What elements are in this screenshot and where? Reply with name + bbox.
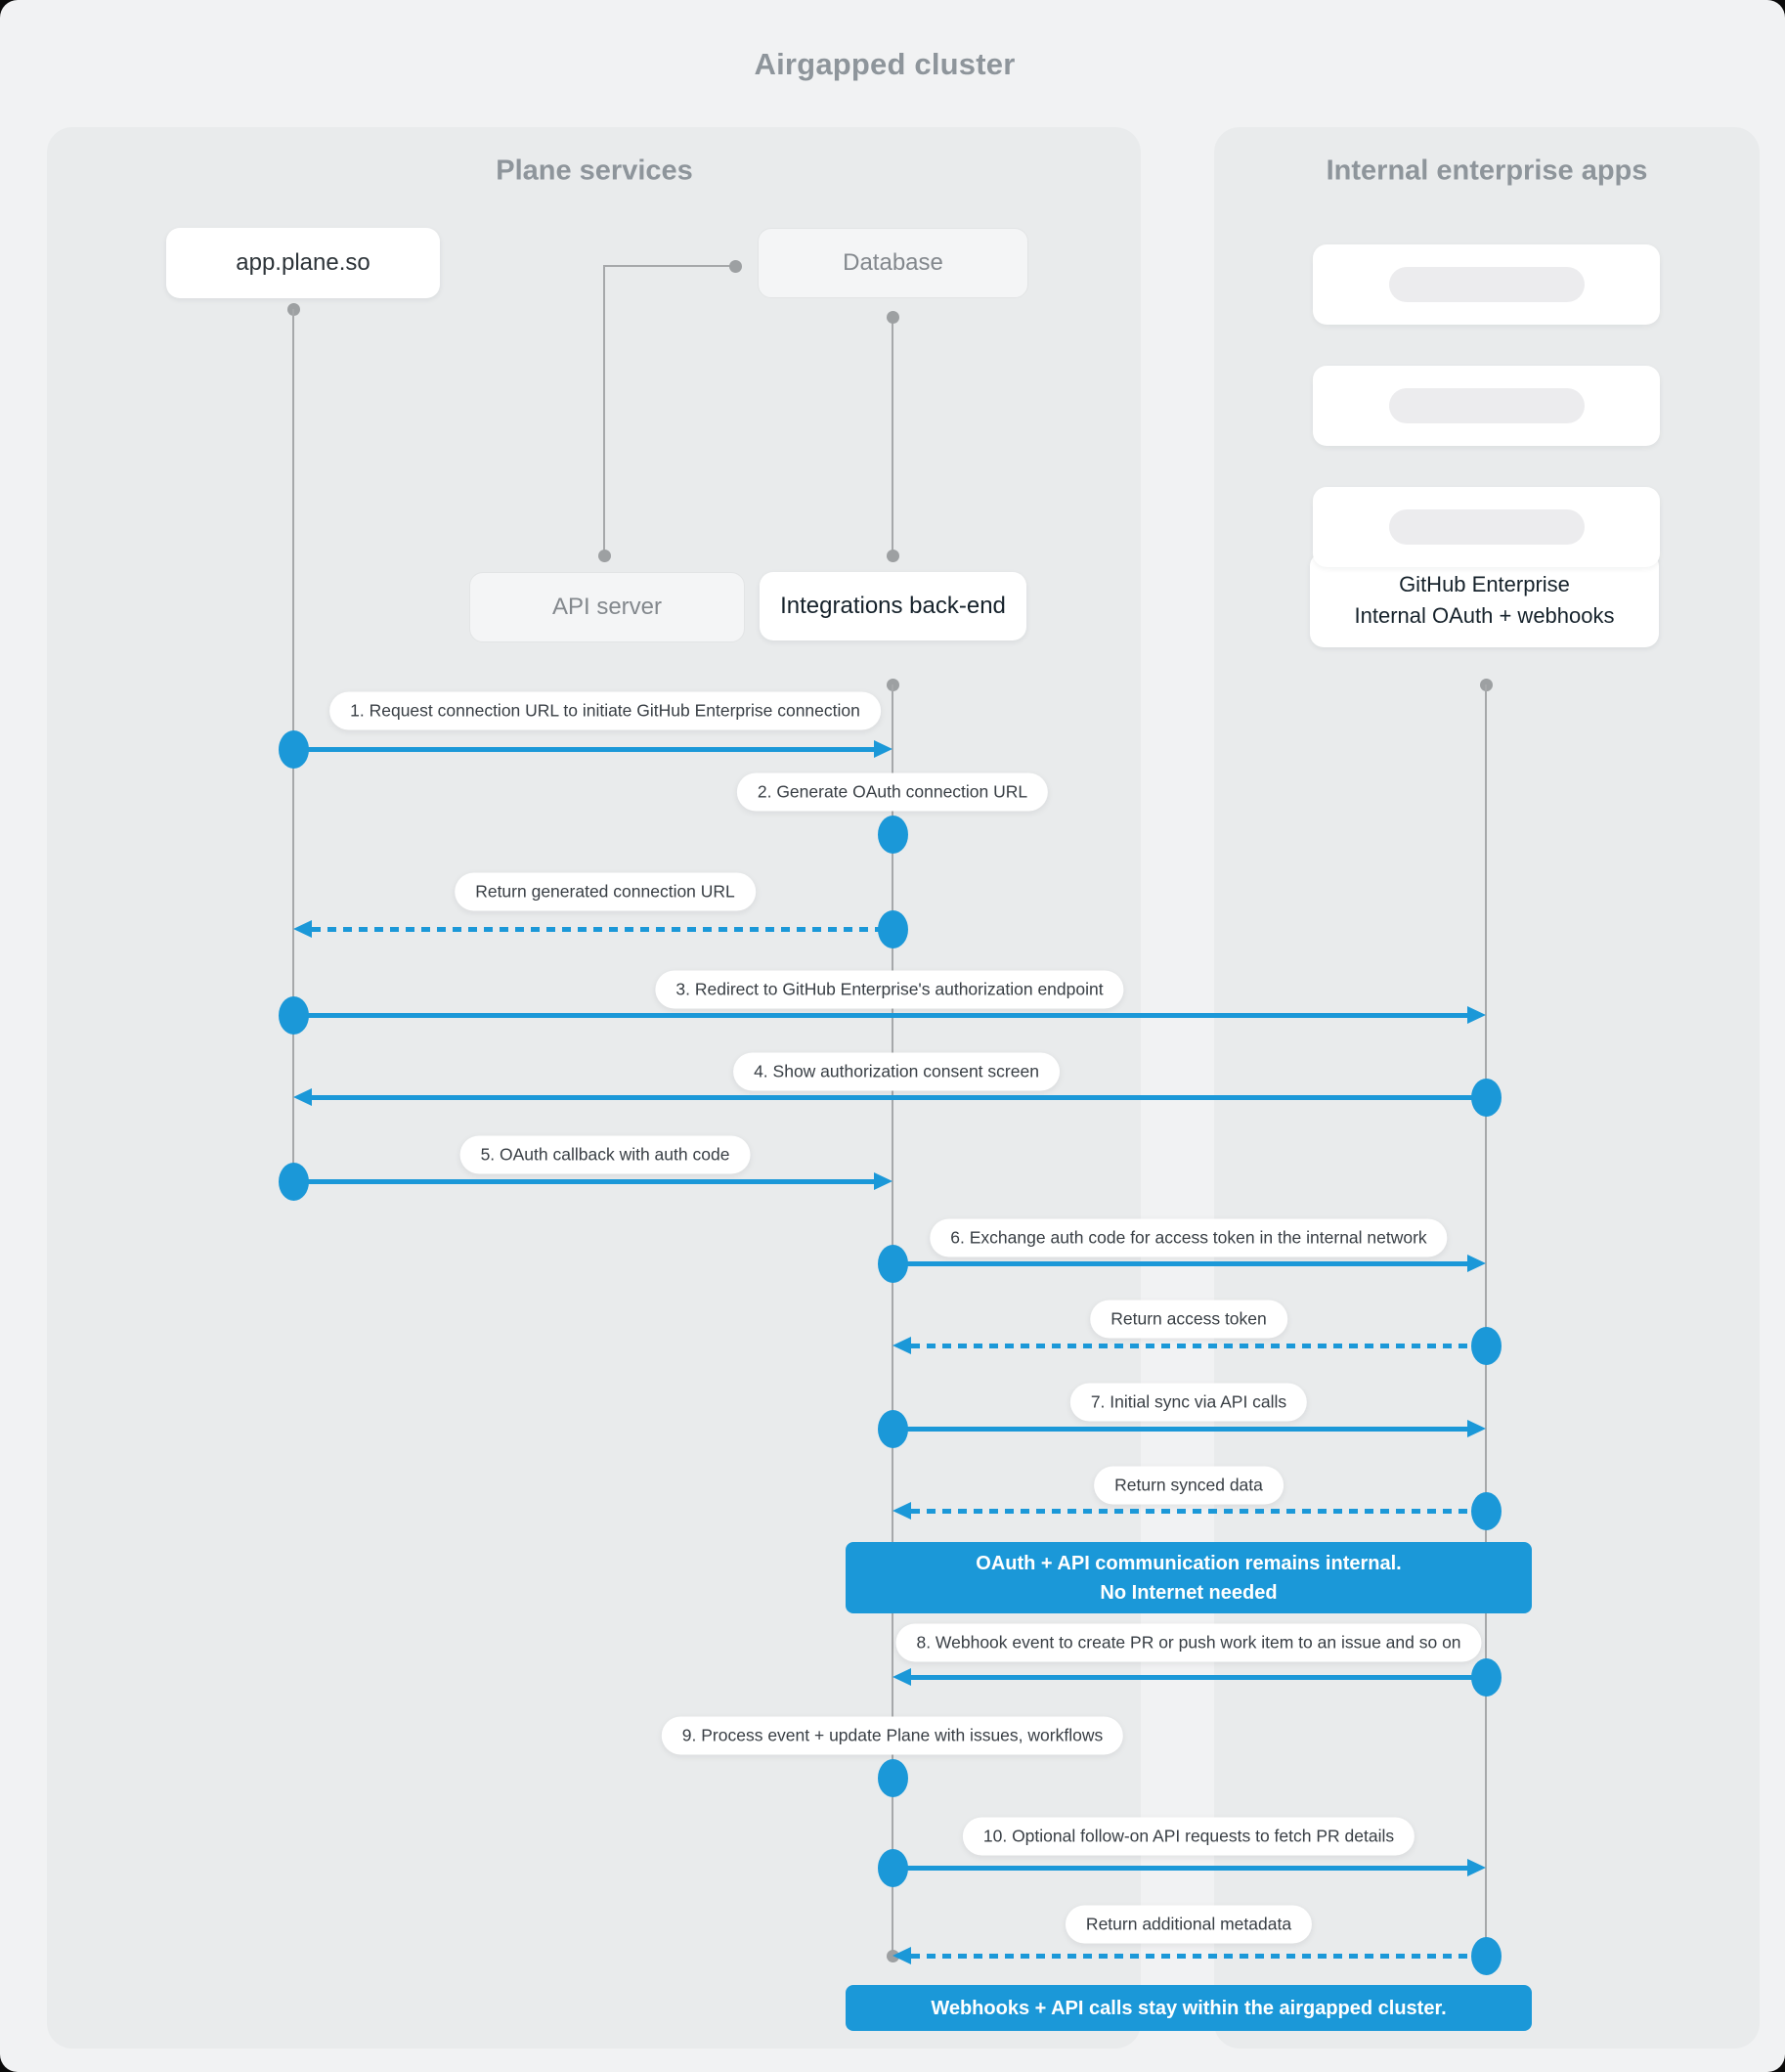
placeholder-app-card [1313,487,1660,567]
message-9-label: 9. Process event + update Plane with iss… [661,1716,1124,1755]
actor-github-enterprise-line1: GitHub Enterprise [1399,571,1570,596]
message-3-source-dot [279,996,309,1035]
actor-database-label: Database [843,249,943,276]
diagram-title: Airgapped cluster [754,47,1016,81]
actor-database: Database [758,228,1028,298]
message-6-source-dot [878,1245,908,1283]
message-8-label: 8. Webhook event to create PR or push wo… [895,1623,1482,1662]
message-7-source-dot [878,1410,908,1448]
message-10-arrow [892,1866,1467,1871]
actor-github-enterprise: GitHub Enterprise Internal OAuth + webho… [1310,552,1659,647]
message-return-synced-data-arrowhead [892,1502,911,1520]
message-3-arrow [293,1013,1467,1018]
message-return-synced-data-source-dot [1471,1492,1502,1530]
message-1-arrowhead [874,740,892,758]
message-5-arrow [293,1179,874,1184]
message-8-arrow [911,1675,1486,1680]
message-7-arrowhead [1467,1420,1486,1437]
message-2-label: 2. Generate OAuth connection URL [736,772,1049,812]
actor-github-enterprise-line2: Internal OAuth + webhooks [1354,602,1615,628]
message-8-source-dot [1471,1658,1502,1697]
banner-airgapped-cluster: Webhooks + API calls stay within the air… [846,1985,1532,2031]
connector-dot [887,311,899,324]
message-4-arrow [312,1095,1486,1100]
placeholder-app-card [1313,366,1660,446]
message-3-arrowhead [1467,1006,1486,1024]
message-10-label: 10. Optional follow-on API requests to f… [962,1817,1415,1856]
actor-api-server-label: API server [551,594,663,620]
message-4-arrowhead [293,1088,312,1106]
message-return-additional-metadata-source-dot [1471,1937,1502,1975]
message-5-source-dot [279,1163,309,1201]
message-return-synced-data-label: Return synced data [1094,1466,1284,1505]
message-return-connection-url-arrow [312,927,892,932]
message-2-self-dot [878,816,908,854]
message-6-label: 6. Exchange auth code for access token i… [930,1218,1448,1257]
placeholder-app-card [1313,244,1660,325]
message-4-source-dot [1471,1079,1502,1117]
panel-title-plane-services: Plane services [496,154,693,187]
connector-dot [887,550,899,562]
connector-database-to-api-server-horizontal [604,265,735,267]
placeholder-pill [1388,267,1585,302]
message-9-self-dot [878,1759,908,1797]
message-6-arrowhead [1467,1255,1486,1272]
message-3-label: 3. Redirect to GitHub Enterprise's autho… [655,970,1124,1009]
actor-app-plane-so: app.plane.so [166,228,440,298]
message-return-additional-metadata-arrowhead [892,1947,911,1964]
message-return-additional-metadata-label: Return additional metadata [1065,1905,1313,1944]
message-5-label: 5. OAuth callback with auth code [459,1135,751,1174]
message-return-connection-url-label: Return generated connection URL [455,872,756,911]
connector-dot [598,550,611,562]
message-1-arrow [293,747,874,752]
message-10-source-dot [878,1849,908,1887]
message-return-access-token-arrowhead [892,1337,911,1354]
connector-database-to-api-server-vertical [603,265,605,555]
banner-internal-communication: OAuth + API communication remains intern… [846,1542,1532,1613]
panel-title-internal-enterprise-apps: Internal enterprise apps [1326,154,1648,187]
message-return-access-token-label: Return access token [1090,1300,1287,1339]
actor-app-plane-so-label: app.plane.so [236,249,370,276]
lifeline-github [1485,684,1487,1956]
message-return-connection-url-arrowhead [293,920,312,938]
actor-integrations-backend-label: Integrations back-end [780,593,1006,619]
message-8-arrowhead [892,1668,911,1686]
lifeline-integrations [892,684,893,1956]
message-return-access-token-source-dot [1471,1327,1502,1365]
message-4-label: 4. Show authorization consent screen [733,1052,1060,1091]
message-1-source-dot [279,730,309,769]
message-7-arrow [892,1427,1467,1432]
message-return-access-token-arrow [911,1344,1486,1348]
banner-airgapped-cluster-line1: Webhooks + API calls stay within the air… [931,1997,1447,2019]
connector-dot [729,260,742,273]
actor-api-server: API server [469,572,745,642]
banner-internal-communication-line2: No Internet needed [1100,1581,1278,1604]
banner-internal-communication-line1: OAuth + API communication remains intern… [976,1552,1402,1574]
placeholder-pill [1388,509,1585,545]
message-return-additional-metadata-arrow [911,1954,1486,1959]
message-return-synced-data-arrow [911,1509,1486,1514]
actor-integrations-backend: Integrations back-end [760,572,1026,640]
message-1-label: 1. Request connection URL to initiate Gi… [329,691,881,730]
message-5-arrowhead [874,1172,892,1190]
message-return-connection-url-source-dot [878,910,908,948]
message-6-arrow [892,1261,1467,1266]
placeholder-pill [1388,388,1585,423]
message-7-label: 7. Initial sync via API calls [1069,1383,1308,1422]
message-10-arrowhead [1467,1859,1486,1876]
connector-database-to-integrations [892,317,893,555]
